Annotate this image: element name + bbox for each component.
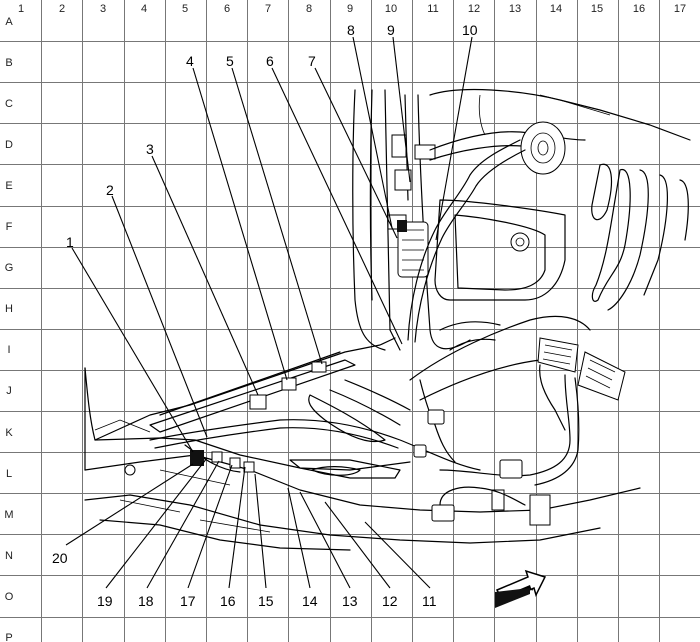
row-label: K: [5, 427, 13, 439]
callout-15: 15: [258, 593, 274, 609]
callout-16: 16: [220, 593, 236, 609]
column-label: 1: [18, 3, 24, 15]
column-label: 14: [550, 3, 562, 15]
callout-11: 11: [422, 593, 437, 609]
callout-19: 19: [97, 593, 113, 609]
column-label: 12: [468, 3, 480, 15]
callout-5: 5: [226, 53, 234, 69]
row-label: J: [6, 385, 12, 397]
column-label: 7: [265, 3, 271, 15]
column-label: 13: [509, 3, 521, 15]
callout-12: 12: [382, 593, 398, 609]
callout-labels-bottom: 11 12 13 14 15 16 17 18 19 20: [52, 550, 437, 609]
arrow-forward-icon: [495, 569, 547, 608]
column-label: 16: [633, 3, 645, 15]
row-label: A: [5, 16, 13, 28]
callout-labels-top: 1 2 3 4 5 6 7 8 9 10: [66, 22, 478, 250]
callout-8: 8: [347, 22, 355, 38]
column-label: 11: [427, 3, 438, 15]
callout-20: 20: [52, 550, 68, 566]
callout-3: 3: [146, 141, 154, 157]
column-label: 2: [59, 3, 65, 15]
column-label: 3: [100, 3, 106, 15]
row-label: I: [7, 344, 10, 356]
row-label: B: [5, 57, 12, 69]
column-label: 4: [141, 3, 147, 15]
callout-17: 17: [180, 593, 196, 609]
column-label: 9: [347, 3, 353, 15]
row-label: E: [5, 180, 12, 192]
callout-13: 13: [342, 593, 358, 609]
row-label: D: [5, 139, 13, 151]
row-label: O: [5, 591, 14, 603]
callout-7: 7: [308, 53, 316, 69]
callout-18: 18: [138, 593, 154, 609]
column-label: 15: [591, 3, 603, 15]
row-label: M: [4, 509, 13, 521]
column-label: 5: [182, 3, 188, 15]
row-labels: A B C D E F G H I J K L M N O P: [4, 16, 13, 642]
callout-leaders: [65, 36, 473, 589]
vehicle-floor-drawing: [84, 88, 691, 551]
column-label: 10: [385, 3, 397, 15]
callout-14: 14: [302, 593, 318, 609]
column-label: 8: [306, 3, 312, 15]
row-label: P: [5, 632, 12, 642]
callout-2: 2: [106, 182, 114, 198]
row-label: H: [5, 303, 13, 315]
row-label: L: [6, 468, 12, 480]
callout-1: 1: [66, 234, 74, 250]
row-label: G: [5, 262, 14, 274]
column-label: 6: [224, 3, 230, 15]
row-label: C: [5, 98, 13, 110]
row-label: N: [5, 550, 13, 562]
callout-4: 4: [186, 53, 194, 69]
row-label: F: [6, 221, 13, 233]
callout-9: 9: [387, 22, 395, 38]
callout-10: 10: [462, 22, 478, 38]
callout-6: 6: [266, 53, 274, 69]
column-label: 17: [674, 3, 686, 15]
